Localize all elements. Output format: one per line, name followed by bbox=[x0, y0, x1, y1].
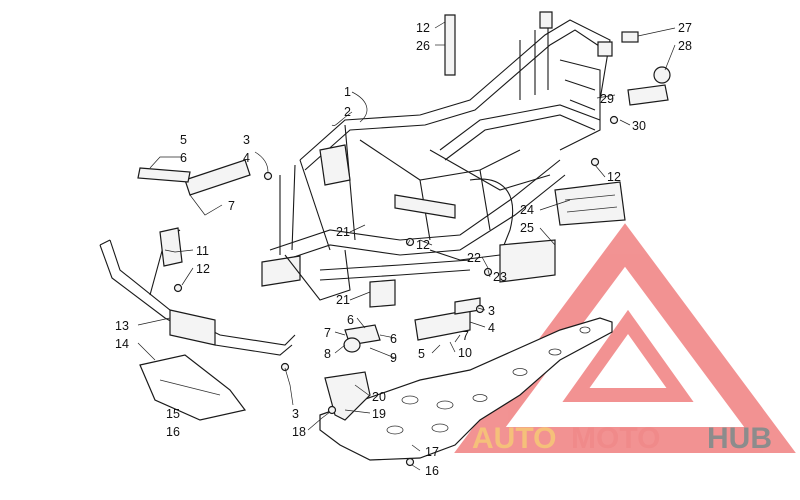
callout-22: 22 bbox=[467, 251, 481, 265]
callout-30: 30 bbox=[632, 119, 646, 133]
callout-2: 2 bbox=[344, 105, 351, 119]
callout-21b: 21 bbox=[336, 293, 350, 307]
callout-21a: 21 bbox=[336, 225, 350, 239]
callout-16b: 16 bbox=[425, 464, 439, 478]
front-bumper bbox=[99, 227, 296, 356]
callout-15: 15 bbox=[166, 407, 180, 421]
footrest-left bbox=[137, 159, 251, 196]
callout-3: 3 bbox=[243, 133, 250, 147]
skid-plate bbox=[319, 317, 613, 461]
main-frame bbox=[261, 11, 613, 308]
callout-8: 8 bbox=[324, 347, 331, 361]
callout-6: 6 bbox=[180, 151, 187, 165]
callout-26: 26 bbox=[416, 39, 430, 53]
callout-4b: 4 bbox=[488, 321, 495, 335]
callout-6b: 6 bbox=[347, 313, 354, 327]
watermark-hub: HUB bbox=[707, 422, 772, 455]
callout-4: 4 bbox=[243, 151, 250, 165]
callout-7: 7 bbox=[228, 199, 235, 213]
callout-6c: 6 bbox=[390, 332, 397, 346]
leader-lines bbox=[137, 21, 676, 471]
callout-12d: 12 bbox=[416, 21, 430, 35]
watermark-auto: AUTO bbox=[472, 422, 556, 455]
callout-5: 5 bbox=[180, 133, 187, 147]
callout-9: 9 bbox=[390, 351, 397, 365]
callout-16: 16 bbox=[166, 425, 180, 439]
callout-10: 10 bbox=[458, 346, 472, 360]
callout-labels: 1 2 3 4 5 6 7 11 12 13 14 15 16 3 18 7 8… bbox=[115, 21, 692, 478]
callout-13: 13 bbox=[115, 319, 129, 333]
callout-11: 11 bbox=[196, 244, 209, 258]
callout-18: 18 bbox=[292, 425, 306, 439]
callout-25: 25 bbox=[520, 221, 534, 235]
callout-29: 29 bbox=[600, 92, 614, 106]
callout-19: 19 bbox=[372, 407, 386, 421]
callout-3b: 3 bbox=[292, 407, 299, 421]
callout-3c: 3 bbox=[488, 304, 495, 318]
callout-27: 27 bbox=[678, 21, 692, 35]
watermark-moto: MOTO bbox=[571, 422, 660, 455]
callout-20: 20 bbox=[372, 390, 386, 404]
callout-14: 14 bbox=[115, 337, 129, 351]
callout-17: 17 bbox=[425, 445, 439, 459]
footrest-right bbox=[414, 181, 626, 341]
callout-12b: 12 bbox=[416, 238, 430, 252]
callout-7b: 7 bbox=[324, 326, 331, 340]
callout-12c: 12 bbox=[607, 170, 621, 184]
callout-12: 12 bbox=[196, 262, 210, 276]
callout-28: 28 bbox=[678, 39, 692, 53]
callout-1: 1 bbox=[344, 85, 351, 99]
callout-23: 23 bbox=[493, 270, 507, 284]
callout-24: 24 bbox=[520, 203, 534, 217]
front-skid-guard bbox=[139, 354, 247, 421]
misc-brackets bbox=[173, 14, 671, 467]
watermark-text: AUTO MOTO HUB bbox=[472, 422, 772, 455]
callout-7c: 7 bbox=[462, 329, 469, 343]
callout-5b: 5 bbox=[418, 347, 425, 361]
